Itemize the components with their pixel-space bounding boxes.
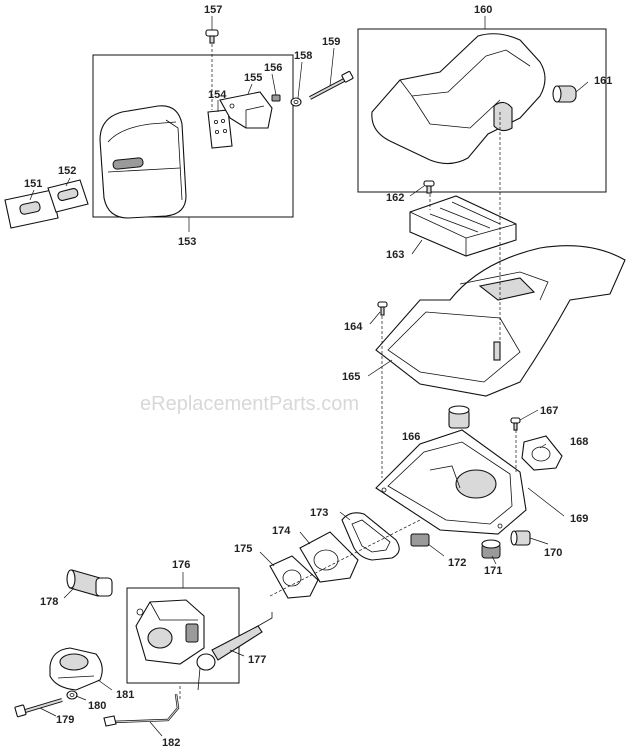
part-176-carburetor[interactable] bbox=[135, 599, 205, 665]
callout-167: 167 bbox=[540, 405, 558, 417]
callout-176: 176 bbox=[172, 559, 190, 571]
part-160-top-cover[interactable] bbox=[371, 33, 546, 165]
watermark: eReplacementParts.com bbox=[140, 393, 359, 415]
callout-labels: 157 151 152 153 154 155 156 158 159 160 … bbox=[24, 4, 612, 749]
callout-172: 172 bbox=[448, 557, 466, 569]
part-171-bushing[interactable] bbox=[481, 539, 501, 559]
part-179-screw[interactable] bbox=[14, 698, 63, 718]
callout-178: 178 bbox=[40, 596, 58, 608]
callout-179: 179 bbox=[56, 714, 74, 726]
callout-168: 168 bbox=[570, 436, 588, 448]
part-157-screw[interactable] bbox=[205, 29, 219, 44]
callout-151: 151 bbox=[24, 178, 42, 190]
callout-159: 159 bbox=[322, 36, 340, 48]
callout-165: 165 bbox=[342, 371, 360, 383]
part-152-gasket[interactable] bbox=[47, 179, 89, 213]
part-166-mount[interactable] bbox=[448, 405, 470, 429]
callout-173: 173 bbox=[310, 507, 328, 519]
part-159-bolt[interactable] bbox=[309, 70, 354, 100]
part-175-gasket[interactable] bbox=[269, 555, 319, 599]
callout-155: 155 bbox=[244, 72, 262, 84]
part-177-throttle-lever[interactable] bbox=[196, 612, 273, 691]
part-151-plate[interactable] bbox=[4, 189, 59, 229]
callout-174: 174 bbox=[272, 525, 291, 537]
callout-157: 157 bbox=[204, 4, 222, 16]
part-178-intake-tube[interactable] bbox=[66, 569, 113, 597]
callout-169: 169 bbox=[570, 513, 588, 525]
callout-166: 166 bbox=[402, 431, 420, 443]
part-182-rod[interactable] bbox=[103, 693, 180, 727]
callout-163: 163 bbox=[386, 249, 404, 261]
part-180-washer[interactable] bbox=[66, 690, 78, 700]
part-153-muffler[interactable] bbox=[99, 105, 187, 219]
part-158-washer[interactable] bbox=[290, 97, 302, 107]
part-162-screw[interactable] bbox=[423, 180, 435, 194]
part-154-cover-plate[interactable] bbox=[207, 109, 233, 149]
part-164-screw[interactable] bbox=[377, 301, 388, 316]
top-cover-group-box bbox=[357, 28, 607, 193]
callout-182: 182 bbox=[162, 737, 180, 749]
callout-162: 162 bbox=[386, 192, 404, 204]
callout-160: 160 bbox=[474, 4, 492, 16]
part-173-gasket[interactable] bbox=[341, 512, 400, 561]
callout-180: 180 bbox=[88, 700, 106, 712]
callout-158: 158 bbox=[294, 50, 312, 62]
callout-175: 175 bbox=[234, 543, 252, 555]
part-170-sleeve[interactable] bbox=[510, 530, 531, 546]
part-155-bracket[interactable] bbox=[219, 91, 273, 129]
part-167-screw[interactable] bbox=[510, 417, 521, 431]
muffler-group-box bbox=[92, 54, 294, 218]
callout-181: 181 bbox=[116, 689, 134, 701]
callout-161: 161 bbox=[594, 75, 612, 87]
callout-171: 171 bbox=[484, 565, 502, 577]
callout-177: 177 bbox=[248, 654, 266, 666]
callout-152: 152 bbox=[58, 165, 76, 177]
assembly-guide-lines bbox=[179, 44, 517, 700]
callout-154: 154 bbox=[208, 89, 227, 101]
part-163-air-filter[interactable] bbox=[409, 195, 517, 257]
part-168-gasket[interactable] bbox=[521, 435, 563, 471]
part-165-air-box[interactable] bbox=[375, 245, 626, 397]
part-169-intake-base[interactable] bbox=[375, 429, 527, 535]
part-174-spacer[interactable] bbox=[299, 531, 359, 583]
part-156-nut[interactable] bbox=[271, 94, 281, 102]
callout-156: 156 bbox=[264, 62, 282, 74]
callout-170: 170 bbox=[544, 547, 562, 559]
part-181-elbow[interactable] bbox=[49, 647, 103, 691]
part-161-knob[interactable] bbox=[552, 85, 577, 103]
part-172-block[interactable] bbox=[410, 533, 430, 547]
callout-164: 164 bbox=[344, 321, 363, 333]
callout-153: 153 bbox=[178, 236, 196, 248]
callout-leaders bbox=[29, 16, 589, 737]
